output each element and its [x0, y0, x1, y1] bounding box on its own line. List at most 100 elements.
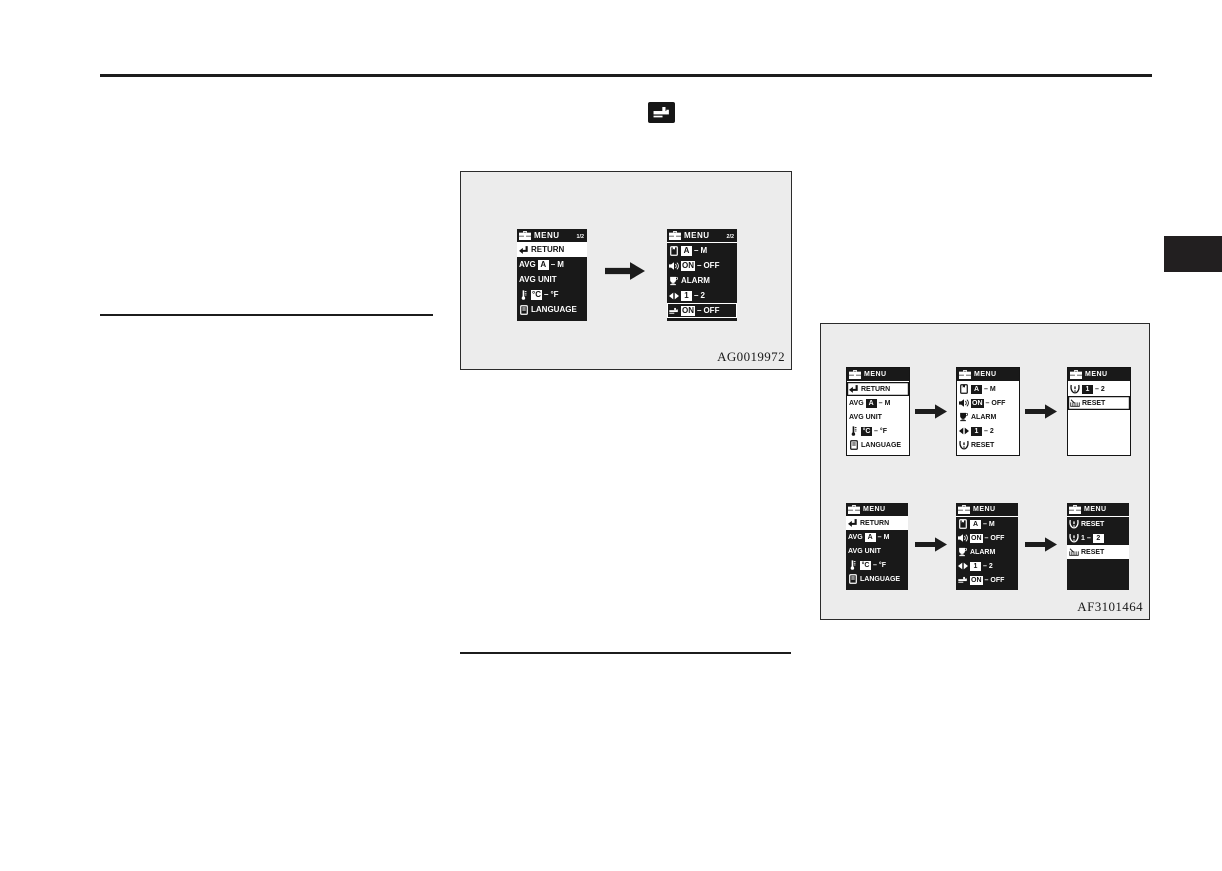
screen-header: MENU	[957, 368, 1019, 381]
menu-row: RESET	[957, 438, 1019, 452]
menu-text: ALARM	[681, 275, 710, 285]
menu-text: °F	[878, 561, 886, 569]
menu-row: ON–OFF	[956, 573, 1018, 587]
screen-header: MENU	[1068, 368, 1130, 381]
menu-text: RETURN	[861, 385, 891, 393]
menu-row: RESET	[1067, 545, 1129, 559]
menu-text: –	[697, 260, 702, 270]
menu-text: OFF	[703, 305, 720, 315]
menu-text: –	[694, 245, 699, 255]
menu-text: OFF	[703, 260, 720, 270]
menu-row: A–M	[957, 382, 1019, 396]
return-arrow-icon	[519, 245, 529, 255]
page-indicator: 2/2	[726, 233, 734, 240]
language-book-icon	[848, 574, 858, 584]
tpms-icon	[1069, 533, 1079, 543]
thermometer-icon	[519, 289, 529, 300]
menu-text: 2	[700, 290, 705, 300]
value-box: ON	[681, 260, 695, 271]
menu-text: –	[1086, 534, 1091, 542]
menu-row: A–M	[956, 517, 1018, 531]
double-arrow-icon	[958, 561, 968, 571]
menu-text: –	[985, 399, 990, 407]
menu-text: RESET	[971, 441, 995, 449]
menu-text: AVG	[849, 399, 864, 407]
fuel-nozzle-icon	[669, 306, 679, 316]
screen-title: MENU	[974, 371, 997, 378]
toolbox-icon	[669, 231, 681, 240]
toolbox-icon	[848, 505, 860, 514]
tpms-icon	[1070, 384, 1080, 394]
value-box: 1	[970, 561, 981, 571]
menu-text: –	[550, 259, 556, 269]
toolbox-icon	[958, 505, 970, 514]
menu-text: RESET	[1081, 548, 1105, 556]
menu-row: °C–°F	[517, 287, 587, 302]
screen-header: MENU	[956, 503, 1018, 517]
screen-header: MENU	[1067, 503, 1129, 517]
menu-row: RETURN	[847, 382, 909, 396]
speaker-icon	[958, 533, 968, 543]
menu-row: °C–°F	[847, 424, 909, 438]
menu-row: 1–2	[667, 288, 737, 303]
fuel-nozzle-icon	[958, 575, 968, 585]
menu-text: ALARM	[971, 413, 997, 421]
thermometer-icon	[849, 426, 859, 436]
value-box: 2	[1092, 533, 1104, 543]
notebook-icon	[669, 245, 679, 256]
value-box: A	[865, 398, 877, 408]
tpms-icon	[1069, 519, 1079, 529]
menu-text: ALARM	[970, 548, 996, 556]
menu-text: OFF	[990, 534, 1005, 542]
menu-text: OFF	[991, 399, 1006, 407]
menu-row: RETURN	[517, 242, 587, 257]
menu-text: LANGUAGE	[861, 441, 902, 449]
toolbox-icon	[849, 370, 861, 379]
menu-text: °F	[550, 289, 559, 299]
value-box: °C	[861, 426, 872, 436]
menu-row: AVG UNIT	[846, 544, 908, 558]
menu-text: OFF	[990, 576, 1005, 584]
menu-text: °F	[879, 427, 887, 435]
center-column-rule	[460, 652, 791, 654]
menu-row: ON–OFF	[667, 303, 737, 318]
toolbox-icon	[519, 231, 531, 240]
menu-text: –	[694, 290, 699, 300]
menu-row: ON–OFF	[957, 396, 1019, 410]
fuel-nozzle-display-icon	[648, 102, 675, 123]
menu-text: –	[984, 576, 989, 584]
menu-text: –	[878, 399, 883, 407]
top-rule	[100, 74, 1152, 77]
language-book-icon	[519, 304, 529, 315]
screen-header: MENU	[847, 368, 909, 381]
menu-text: 2	[988, 562, 993, 570]
menu-row: ALARM	[956, 545, 1018, 559]
figure-code: AF3101464	[1077, 599, 1143, 614]
cup-icon	[959, 412, 969, 422]
menu-row: RESET	[1068, 396, 1130, 410]
menu-text: –	[983, 562, 987, 570]
value-box: A	[537, 259, 549, 270]
menu-text: AVG UNIT	[849, 413, 882, 421]
menu-text: RESET	[1081, 520, 1105, 528]
return-arrow-icon	[849, 384, 859, 394]
menu-row: A–M	[667, 243, 737, 258]
menu-text: M	[989, 385, 996, 393]
screen-title: MENU	[864, 371, 887, 378]
menu-row: ALARM	[957, 410, 1019, 424]
menu-text: AVG	[848, 533, 863, 541]
menu-row: LANGUAGE	[846, 572, 908, 586]
screen-title: MENU	[863, 506, 886, 513]
flow-arrow-icon	[915, 404, 947, 419]
toolbox-icon	[1069, 505, 1081, 514]
